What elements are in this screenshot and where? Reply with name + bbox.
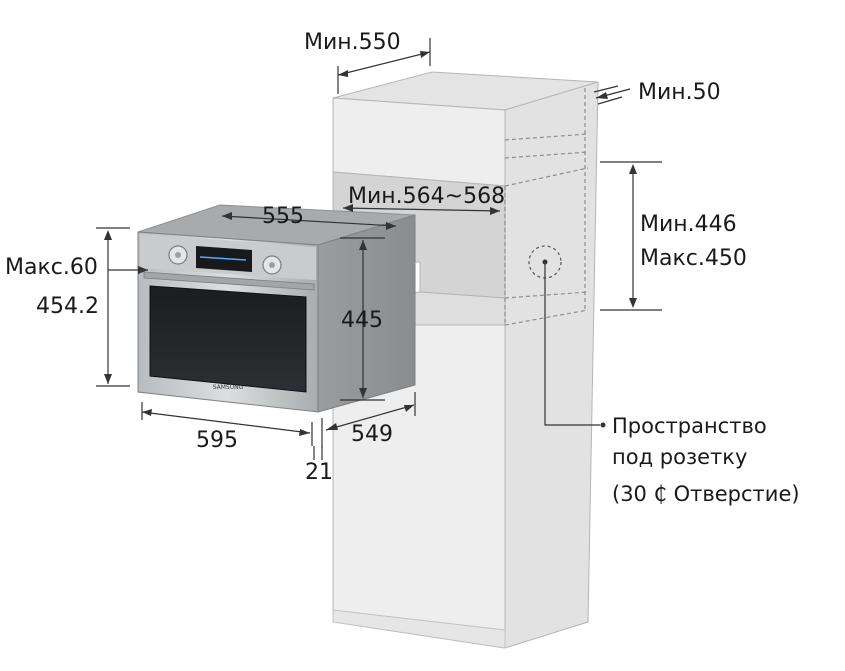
arrow-oven-depth-right [404, 405, 414, 412]
label-niche-width: Мин.564~568 [348, 184, 506, 209]
dim-line-oven-depth [325, 404, 415, 431]
oven-knob-right-cap [269, 262, 275, 268]
arrow-oven-height-top [359, 240, 367, 250]
cabinet-side-face [504, 81, 599, 649]
arrow-front-width-left [142, 409, 152, 416]
label-min-gap: Мин.50 [638, 80, 721, 105]
dim-line-niche-width [342, 207, 501, 212]
arrow-niche-height-top [629, 164, 637, 174]
socket-leader-line [544, 264, 600, 426]
label-oven-depth: 549 [351, 422, 393, 447]
label-max-depth: Макс.60 [5, 255, 98, 280]
oven-display-glow [199, 256, 247, 261]
label-socket-line1: Пространство [612, 414, 767, 438]
label-cabinet-depth: Мин.550 [304, 30, 401, 55]
dim-line-front-width [141, 411, 311, 434]
arrow-niche-width-right [490, 207, 500, 215]
cabinet-plinth [332, 609, 506, 649]
arrow-oven-height-bottom [359, 388, 367, 398]
cabinet-upper-front [332, 97, 506, 187]
dimension-lines [96, 38, 662, 460]
oven-knob-left-cap [175, 252, 181, 258]
label-front-width: 595 [196, 428, 238, 453]
arrow-cabinet-depth-left [338, 70, 348, 77]
arrow-oven-width-right [386, 222, 396, 230]
socket-leader-dot [600, 422, 606, 428]
oven-window [149, 285, 307, 393]
dim-tick-gap-top [593, 85, 619, 93]
oven-brand: SAMSUNG [213, 384, 244, 391]
label-panel-thickness: 21 [305, 460, 333, 485]
dim-line-cabinet-depth [337, 51, 431, 76]
arrow-front-height-top [104, 230, 112, 240]
oven-handle [143, 271, 315, 291]
arrow-oven-depth-left [326, 423, 338, 430]
arrow-cabinet-depth-right [420, 51, 430, 58]
oven: SAMSUNG [137, 204, 416, 413]
arrow-front-width-right [299, 429, 310, 436]
dim-line-oven-width [221, 215, 397, 227]
arrow-niche-width-left [343, 204, 353, 212]
arrow-front-height-bottom [104, 374, 112, 384]
label-oven-height: 445 [341, 308, 383, 333]
arrow-niche-height-bottom [629, 298, 637, 308]
arrow-gap [596, 92, 608, 99]
dim-tick-gap-bottom [597, 96, 623, 105]
label-front-height: 454.2 [36, 294, 99, 319]
label-oven-width: 555 [262, 204, 304, 229]
label-niche-height-max: Макс.450 [640, 246, 747, 271]
arrow-max-depth [138, 266, 148, 274]
arrow-oven-width-left [222, 212, 232, 220]
label-socket-line3: (30 ₵ Отверстие) [612, 482, 800, 506]
dimension-arrows [104, 51, 637, 436]
label-niche-height-min: Мин.446 [640, 212, 737, 237]
socket-center-dot [542, 259, 548, 265]
cabinet [332, 71, 606, 649]
label-socket-line2: под розетку [612, 445, 748, 469]
hidden-shelf-lines [504, 88, 589, 326]
